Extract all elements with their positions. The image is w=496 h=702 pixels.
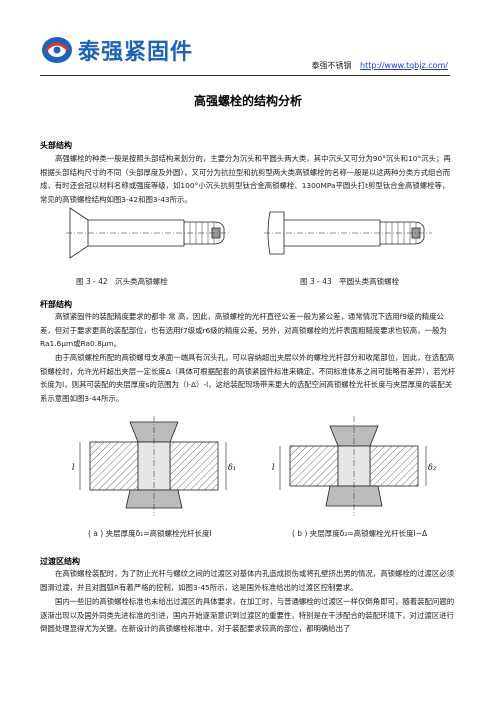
paragraph-head-1: 高强螺栓的种类一般是按照头部结构来划分的，主要分为沉头和平圆头两大类，其中沉头又… — [40, 154, 451, 204]
header-divider — [40, 75, 450, 76]
paragraph-shank-1: 高锁紧固件的装配精度要求的都非 常 高，因此，高锁螺栓的光杆直径公差一般为紧公差… — [40, 312, 447, 348]
logo-text: 泰强紧固件 — [78, 40, 194, 65]
assembly-figure-a: l δ₁ — [72, 416, 236, 516]
label-l-a: l — [72, 463, 75, 472]
caption-fig-3-42: 图 3 - 42 沉头类高锁螺栓 — [76, 277, 168, 286]
section-heading-head: 头部结构 — [40, 141, 72, 150]
header-contact: 泰强不锈钢 http://www.tqbjz.com/ — [311, 60, 448, 71]
company-logo: 泰强紧固件 — [40, 34, 193, 66]
assembly-figure-b: l δ₂ — [272, 416, 436, 516]
label-delta1: δ₁ — [228, 463, 236, 472]
page-header: 泰强紧固件 泰强不锈钢 http://www.tqbjz.com/ — [40, 34, 460, 74]
company-url-link[interactable]: http://www.tqbjz.com/ — [360, 61, 448, 70]
flat-round-head-bolt-figure — [264, 211, 432, 255]
label-delta2: δ₂ — [428, 463, 436, 472]
company-name: 泰强不锈钢 — [311, 61, 352, 70]
section-heading-shank: 杆部结构 — [40, 300, 72, 309]
label-l-b: l — [272, 463, 275, 472]
paragraph-shank-2: 由于高锁螺栓所配的高锁螺母支承面一端具有沉头孔，可以容纳超出夹层以外的螺栓光杆部… — [40, 353, 456, 403]
paragraph-transition-2: 国内一些旧的高锁螺栓标准也未给出过渡区的具体要求，在加工时，与普通螺栓的过渡区一… — [40, 597, 455, 633]
caption-fig-3-43: 图 3 - 43 平圆头类高锁螺栓 — [300, 277, 400, 286]
logo-mark-icon — [42, 37, 72, 63]
paragraph-transition-1: 在高锁螺栓装配时，为了防止光杆与螺纹之间的过渡区对基体内孔造成损伤或将孔壁挤出男… — [40, 569, 455, 592]
page-title: 高强螺栓的结构分析 — [193, 94, 302, 108]
countersunk-bolt-figure — [66, 207, 230, 259]
section-heading-transition: 过渡区结构 — [40, 557, 80, 566]
caption-fig-3-44a: ( a ) 夹层厚度δ₁=高锁螺栓光杆长度l — [88, 529, 212, 538]
caption-fig-3-44b: ( b ) 夹层厚度δ₂=高锁螺栓光杆长度l−Δ — [292, 529, 428, 538]
